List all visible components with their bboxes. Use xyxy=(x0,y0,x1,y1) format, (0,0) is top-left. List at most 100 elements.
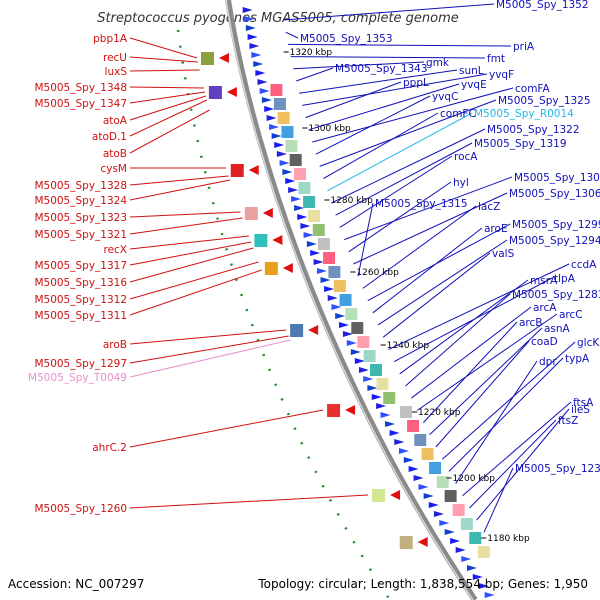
accession-text: Accession: NC_007297 xyxy=(8,577,144,591)
forward-gene-arrow xyxy=(276,151,287,157)
gene-block xyxy=(277,112,290,124)
right-leader-line xyxy=(339,155,453,228)
gene-block xyxy=(363,350,376,362)
forward-gene-arrow xyxy=(363,376,374,382)
left-gene-label: aroB xyxy=(103,339,127,351)
left-leader-line xyxy=(129,179,230,201)
left-leader-line xyxy=(129,269,262,316)
right-leader-line xyxy=(305,81,402,119)
right-leader-line xyxy=(416,313,558,411)
left-leader-line xyxy=(129,99,208,137)
right-gene-label: comFA xyxy=(515,83,551,95)
forward-gene-arrow xyxy=(433,511,444,517)
forward-gene-arrow xyxy=(274,142,285,148)
left-leader-line xyxy=(129,329,287,345)
left-gene-label: recU xyxy=(103,52,127,64)
left-leader-line xyxy=(129,247,254,283)
left-gene-label: ahrC.2 xyxy=(92,442,127,454)
reverse-gene-arrow xyxy=(345,405,356,415)
reverse-gene-block xyxy=(200,52,214,65)
reverse-gene-arrow xyxy=(282,263,293,273)
right-gene-label: M5005_Spy_1239 xyxy=(515,463,600,475)
right-gene-label: M5005_Spy_1322 xyxy=(487,124,580,136)
right-leader-line xyxy=(442,341,576,460)
forward-gene-arrow xyxy=(271,133,282,139)
right-gene-label: M5005_Spy_R0014 xyxy=(474,108,574,120)
right-gene-label: M5005_Spy_1315 xyxy=(375,198,468,210)
right-leader-line xyxy=(348,181,452,253)
right-leader-line xyxy=(308,83,460,131)
right-gene-label: M5005_Spy_1281 xyxy=(512,289,600,301)
left-leader-line xyxy=(129,339,291,378)
gene-block xyxy=(298,182,311,194)
right-gene-label: yvqF xyxy=(489,69,514,81)
forward-gene-arrow xyxy=(376,403,387,409)
right-gene-label: M5005_Spy_1299 xyxy=(512,219,600,231)
gene-block xyxy=(383,392,396,404)
left-gene-label: M5005_Spy_1323 xyxy=(34,212,127,224)
right-leader-line xyxy=(331,128,486,204)
tick-label: 1300 kbp xyxy=(308,124,351,134)
gene-block xyxy=(317,238,330,250)
left-gene-label: M5005_Spy_1347 xyxy=(34,98,127,110)
gene-block xyxy=(273,98,286,110)
left-gene-label: M5005_Spy_1324 xyxy=(34,195,127,207)
left-leader-line xyxy=(129,95,207,121)
left-gene-label: recX xyxy=(103,244,127,256)
forward-gene-arrow xyxy=(450,538,461,544)
left-gene-label: M5005_Spy_1316 xyxy=(34,277,127,289)
left-leader-line xyxy=(129,494,369,509)
gene-block xyxy=(436,476,449,488)
right-gene-labels: M5005_Spy_1352M5005_Spy_1353priAfmtgmkM5… xyxy=(300,0,600,475)
left-leader-line xyxy=(129,91,205,104)
forward-gene-arrow xyxy=(310,250,321,256)
left-gene-label: cysM xyxy=(100,163,127,175)
right-leader-line xyxy=(312,87,514,143)
right-leader-line xyxy=(382,252,491,338)
left-leader-lines xyxy=(129,37,369,509)
forward-gene-arrow xyxy=(320,277,331,283)
forward-gene-arrow xyxy=(398,448,409,454)
forward-gene-arrow xyxy=(257,79,268,85)
forward-gene-arrow xyxy=(418,484,429,490)
right-gene-label: msrA xyxy=(530,275,558,287)
reverse-gene-arrow xyxy=(417,537,428,547)
right-leader-line xyxy=(323,112,439,180)
reverse-gene-block xyxy=(244,207,258,220)
left-leader-line xyxy=(129,409,324,448)
left-gene-label: M5005_Spy_1297 xyxy=(34,358,127,370)
right-gene-label: aroE xyxy=(484,223,508,235)
left-leader-line xyxy=(129,241,252,266)
gene-block xyxy=(345,308,358,320)
forward-gene-arrow xyxy=(245,25,256,31)
right-leader-line xyxy=(357,202,374,277)
forward-gene-arrow xyxy=(317,268,328,274)
map-title: Streptococcus pyogenes MGAS5005, complet… xyxy=(97,11,459,26)
right-gene-label: arcA xyxy=(533,302,557,314)
forward-gene-arrow xyxy=(428,502,439,508)
forward-gene-arrow xyxy=(303,232,314,238)
tick-label: 1240 kbp xyxy=(387,341,430,351)
forward-gene-arrow xyxy=(251,52,262,58)
right-leader-line xyxy=(344,176,513,241)
forward-gene-arrow xyxy=(461,556,472,562)
forward-gene-arrow xyxy=(342,331,353,337)
right-gene-label: ileS xyxy=(571,404,590,416)
forward-gene-arrow xyxy=(466,565,477,571)
right-leader-line xyxy=(290,56,486,59)
right-gene-label: fmt xyxy=(487,53,505,65)
forward-gene-arrow xyxy=(350,349,361,355)
gene-block xyxy=(421,448,434,460)
forward-gene-arrow xyxy=(371,394,382,400)
forward-gene-arrow xyxy=(331,304,342,310)
forward-gene-arrow xyxy=(297,214,308,220)
left-gene-label: pbp1A xyxy=(93,33,128,45)
right-gene-label: ccdA xyxy=(571,259,597,271)
gene-block xyxy=(303,196,316,208)
left-gene-label: M5005_Spy_1321 xyxy=(34,229,127,241)
gene-block xyxy=(477,546,490,558)
forward-gene-arrow xyxy=(403,457,414,463)
right-gene-label: rocA xyxy=(454,151,478,163)
forward-gene-arrow xyxy=(354,358,365,364)
right-gene-label: valS xyxy=(492,248,515,260)
